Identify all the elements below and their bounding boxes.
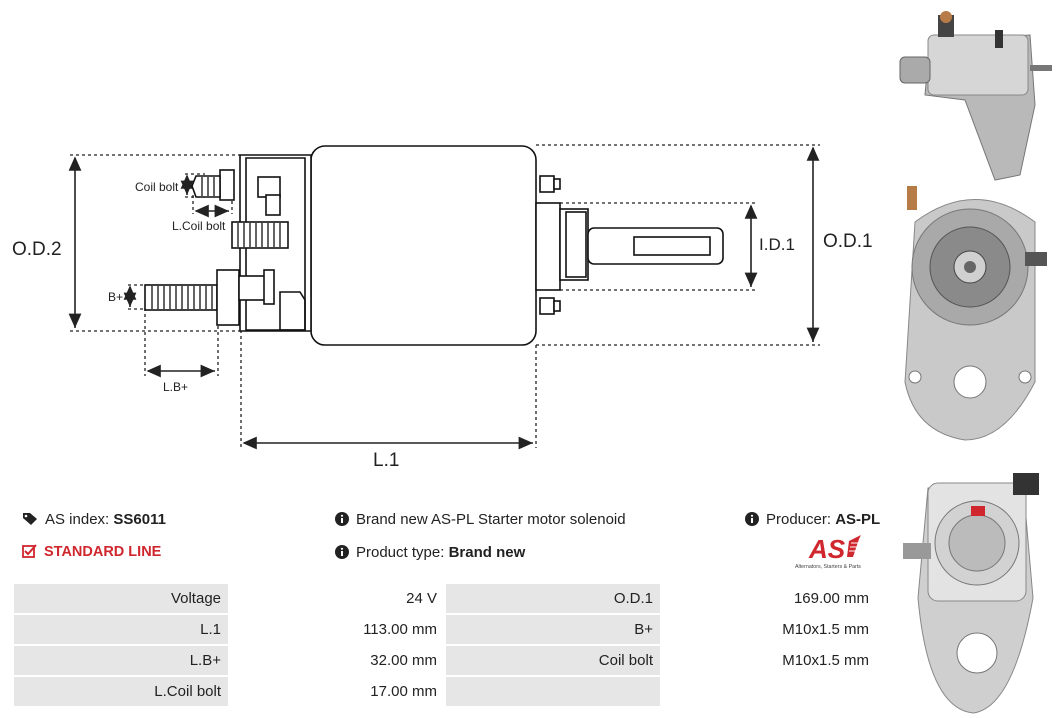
spec-key: L.B+	[12, 644, 230, 677]
svg-text:Alternators, Starters & Parts: Alternators, Starters & Parts	[795, 564, 861, 570]
spec-value: 24 V	[228, 582, 446, 615]
l1-label: L.1	[373, 450, 399, 471]
spec-key	[444, 675, 662, 708]
product-photo-side	[899, 11, 1052, 181]
svg-text:AS: AS	[808, 534, 846, 564]
l-b-plus-label: L.B+	[163, 380, 188, 394]
spec-value: 169.00 mm	[660, 582, 878, 615]
product-photo-front	[904, 186, 1047, 441]
spec-key: L.Coil bolt	[12, 675, 230, 708]
b-plus-label: B+	[108, 290, 123, 304]
info-circle-icon	[745, 512, 759, 526]
as-index-value: SS6011	[113, 511, 166, 528]
as-pl-logo: AS Alternators, Starters & Parts	[795, 534, 865, 570]
spec-key: L.1	[12, 613, 230, 646]
product-type-label: Product type:	[356, 544, 445, 561]
producer-value: AS-PL	[835, 511, 881, 528]
table-row: L.Coil bolt 17.00 mm	[12, 675, 878, 708]
producer: Producer: AS-PL	[745, 511, 880, 528]
info-circle-icon	[335, 512, 349, 526]
spec-key: B+	[444, 613, 662, 646]
standard-line-label: STANDARD LINE	[44, 544, 162, 560]
od2-label: O.D.2	[12, 239, 62, 260]
spec-key: Voltage	[12, 582, 230, 615]
id1-label: I.D.1	[759, 235, 795, 254]
spec-value: M10x1.5 mm	[660, 644, 878, 677]
coil-bolt-label: Coil bolt	[135, 180, 179, 194]
spec-value: 113.00 mm	[228, 613, 446, 646]
specs-table: Voltage 24 V O.D.1 169.00 mm L.1 113.00 …	[12, 582, 878, 708]
spec-key: O.D.1	[444, 582, 662, 615]
spec-value	[660, 675, 878, 708]
table-row: Voltage 24 V O.D.1 169.00 mm	[12, 582, 878, 615]
spec-value: 32.00 mm	[228, 644, 446, 677]
producer-label: Producer:	[766, 511, 832, 528]
standard-line-badge: STANDARD LINE	[22, 544, 161, 560]
as-index-label: AS index:	[45, 511, 110, 528]
table-row: L.B+ 32.00 mm Coil bolt M10x1.5 mm	[12, 644, 878, 677]
solenoid-dimension-diagram: O.D.2 O.D.1 I.D.1 L.1 Coil bolt L.Coil b…	[12, 144, 873, 471]
info-circle-icon	[335, 545, 349, 559]
description-text: Brand new AS-PL Starter motor solenoid	[356, 511, 626, 528]
description: Brand new AS-PL Starter motor solenoid	[335, 511, 626, 528]
spec-value: 17.00 mm	[228, 675, 446, 708]
od1-label: O.D.1	[823, 231, 873, 252]
table-row: L.1 113.00 mm B+ M10x1.5 mm	[12, 613, 878, 646]
check-square-icon	[22, 544, 37, 558]
as-index: AS index: SS6011	[22, 511, 166, 528]
product-type: Product type: Brand new	[335, 544, 525, 561]
spec-value: M10x1.5 mm	[660, 613, 878, 646]
product-photo-back	[903, 473, 1039, 714]
tag-icon	[23, 513, 37, 525]
spec-key: Coil bolt	[444, 644, 662, 677]
product-type-value: Brand new	[448, 544, 526, 561]
l-coil-bolt-label: L.Coil bolt	[172, 219, 226, 233]
